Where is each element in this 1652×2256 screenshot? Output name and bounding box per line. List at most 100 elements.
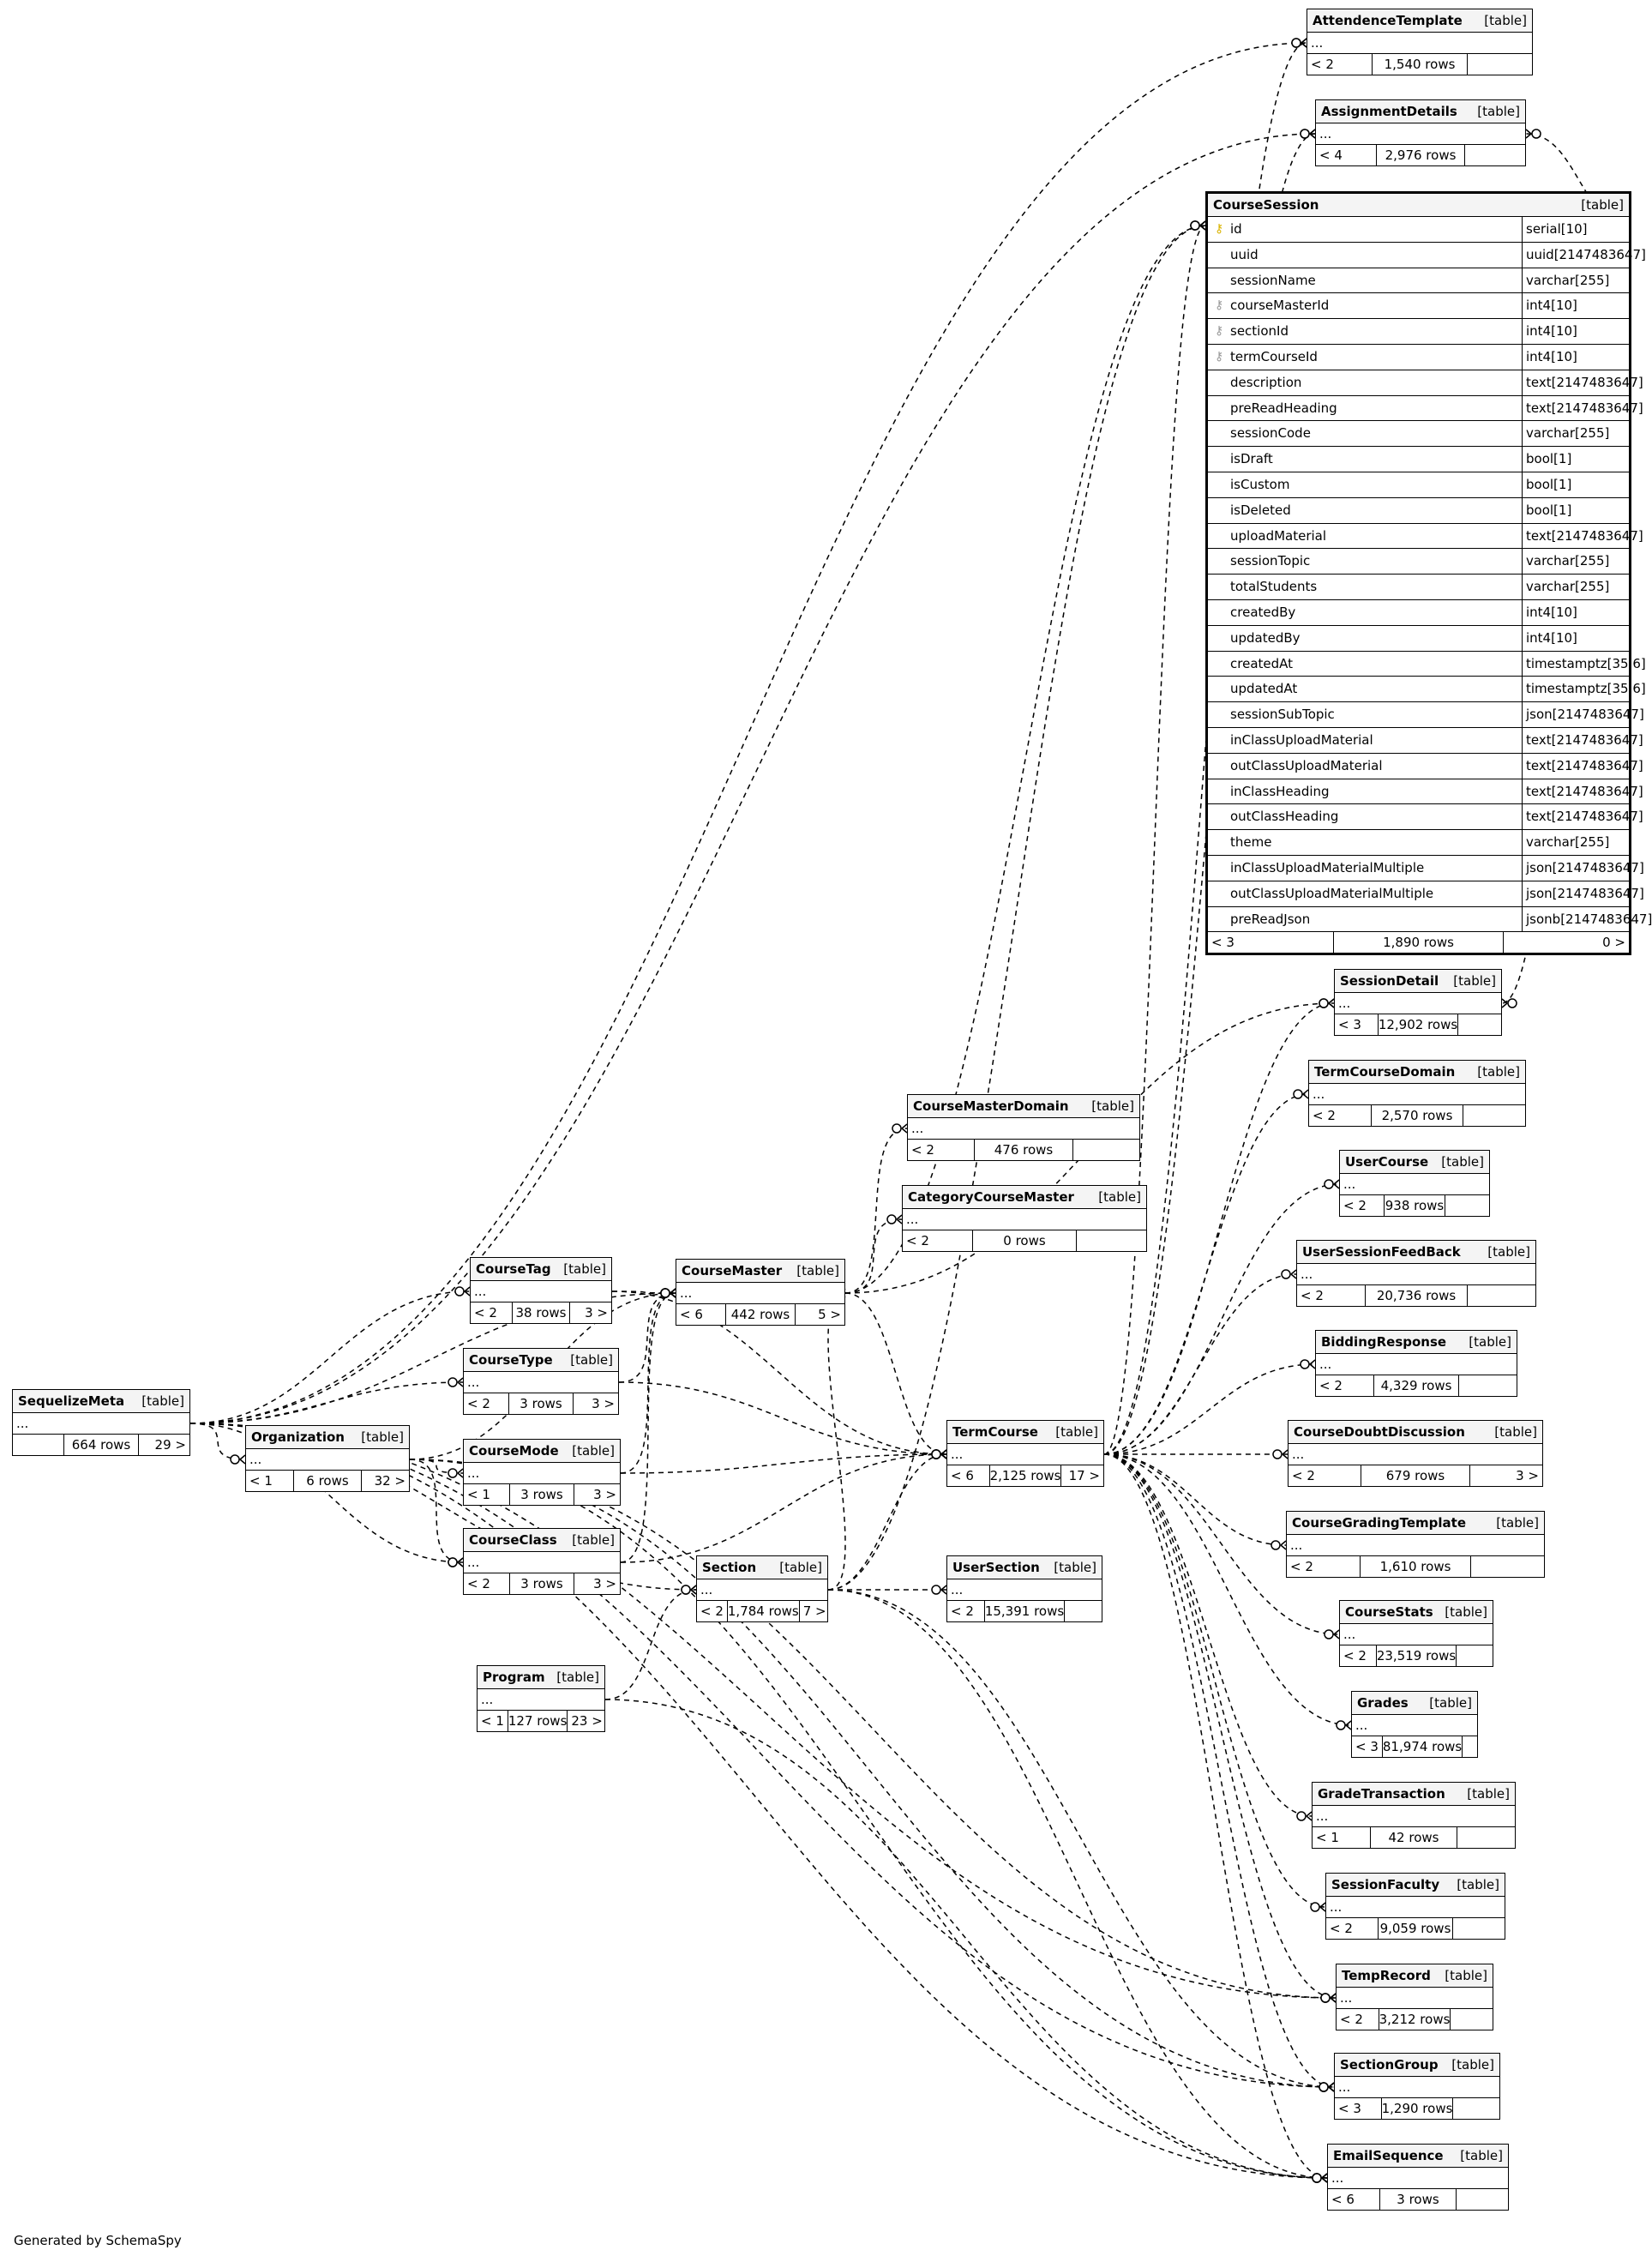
parent-count[interactable]: < 3: [1352, 1736, 1383, 1757]
table-columns-collapsed[interactable]: ...: [1313, 1806, 1515, 1827]
table-columns-collapsed[interactable]: ...: [478, 1689, 604, 1711]
child-count[interactable]: 7 >: [802, 1603, 826, 1619]
table-columns-collapsed[interactable]: ...: [947, 1579, 1102, 1601]
child-count[interactable]: 5 >: [818, 1307, 841, 1322]
child-count[interactable]: [1463, 1736, 1477, 1757]
table-columns-collapsed[interactable]: ...: [1316, 123, 1525, 145]
parent-count[interactable]: < 6: [947, 1465, 990, 1486]
parent-count[interactable]: < 2: [464, 1573, 510, 1594]
child-count[interactable]: [1077, 1230, 1146, 1251]
table-columns-collapsed[interactable]: ...: [471, 1281, 611, 1302]
parent-count[interactable]: < 2: [908, 1140, 975, 1160]
child-count[interactable]: 3 >: [593, 1576, 617, 1591]
table-columns-collapsed[interactable]: ...: [903, 1209, 1146, 1230]
parent-count[interactable]: < 6: [1328, 2189, 1381, 2210]
child-count[interactable]: 3 >: [592, 1396, 616, 1411]
parent-count[interactable]: < 2: [1289, 1465, 1361, 1486]
table-columns-collapsed[interactable]: ...: [1316, 1354, 1517, 1375]
table-columns-collapsed[interactable]: ...: [13, 1413, 189, 1435]
child-count[interactable]: [1471, 1556, 1544, 1577]
table-columns-collapsed[interactable]: ...: [1340, 1174, 1489, 1195]
child-count[interactable]: [1459, 1375, 1517, 1396]
table-columns-collapsed[interactable]: ...: [1328, 2168, 1508, 2189]
child-count[interactable]: [1463, 1105, 1525, 1126]
child-count[interactable]: [1445, 1195, 1489, 1216]
table-columns-collapsed[interactable]: ...: [908, 1118, 1139, 1140]
parent-count[interactable]: < 1: [246, 1471, 294, 1491]
table-columns-collapsed[interactable]: ...: [1309, 1084, 1525, 1105]
parent-count[interactable]: [13, 1435, 65, 1455]
child-count[interactable]: 0 >: [1602, 935, 1625, 951]
parent-count[interactable]: < 2: [697, 1601, 728, 1621]
parent-count[interactable]: < 2: [1307, 54, 1373, 75]
child-count[interactable]: [1073, 1140, 1139, 1160]
parent-count[interactable]: < 6: [676, 1304, 726, 1325]
parent-count[interactable]: < 1: [1313, 1827, 1372, 1848]
child-count[interactable]: [1065, 1601, 1102, 1621]
child-count[interactable]: [1453, 2098, 1499, 2119]
table-columns-collapsed[interactable]: ...: [1337, 1988, 1493, 2009]
table-columns-collapsed[interactable]: ...: [1297, 1264, 1535, 1285]
table-columns-collapsed[interactable]: ...: [1287, 1535, 1544, 1556]
table-columns-collapsed[interactable]: ...: [1340, 1624, 1493, 1645]
child-count[interactable]: 29 >: [154, 1437, 186, 1453]
child-count[interactable]: [1458, 1014, 1501, 1035]
table-columns-collapsed[interactable]: ...: [1352, 1715, 1477, 1736]
child-count[interactable]: 23 >: [571, 1713, 603, 1729]
child-count[interactable]: [1465, 145, 1525, 165]
table-columns-collapsed[interactable]: ...: [1307, 33, 1532, 54]
parent-count[interactable]: < 2: [1337, 2009, 1379, 2030]
table-columns-collapsed[interactable]: ...: [464, 1552, 620, 1573]
parent-count[interactable]: < 3: [1335, 1014, 1379, 1035]
parent-count[interactable]: < 1: [478, 1711, 508, 1731]
table-columns-collapsed[interactable]: ...: [947, 1444, 1103, 1465]
child-count[interactable]: 3 >: [585, 1305, 608, 1321]
child-count[interactable]: [1451, 2009, 1493, 2030]
child-count[interactable]: [1457, 1827, 1515, 1848]
child-count[interactable]: [1457, 2189, 1508, 2210]
parent-count[interactable]: < 2: [471, 1302, 513, 1323]
parent-count[interactable]: < 3: [1335, 2098, 1382, 2119]
